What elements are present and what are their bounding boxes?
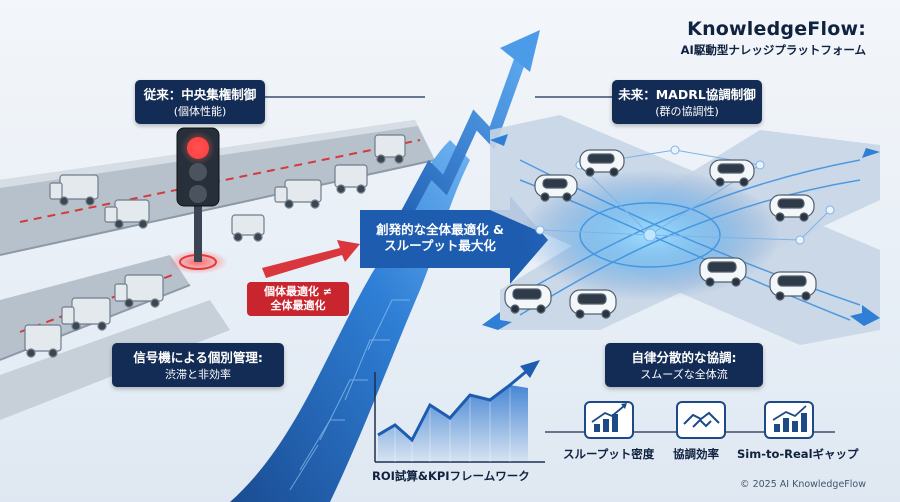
right-bottom-label: 自律分散的な協調: スムーズな全体流 (605, 343, 763, 387)
right-header-sub: (群の協調性) (655, 105, 719, 118)
car (709, 159, 755, 187)
kpi-icons (584, 401, 814, 439)
left-vehicles (24, 134, 406, 358)
left-bottom-sub: 渋滞と非効率 (165, 368, 231, 381)
truck (334, 164, 368, 194)
truck (114, 274, 164, 308)
truck (61, 297, 111, 331)
red-tag: 個体最適化 ≠ 全体最適化 (247, 282, 349, 316)
truck (49, 174, 99, 206)
truck (374, 134, 406, 164)
car (569, 289, 617, 319)
car (579, 149, 625, 177)
car (534, 174, 578, 202)
right-vehicles (504, 149, 817, 319)
brand-title: KnowledgeFlow: (687, 18, 866, 40)
right-bottom-sub: スムーズな全体流 (640, 368, 728, 381)
traffic-light-icon (168, 127, 228, 274)
car (699, 257, 747, 287)
kpi-label-coordination: 協調効率 (673, 447, 719, 461)
truck (24, 324, 62, 358)
right-header-title: 未来：MADRL協調制御 (618, 87, 756, 102)
roi-label: ROI試算&KPIフレームワーク (372, 469, 530, 483)
copyright: © 2025 AI KnowledgeFlow (740, 479, 866, 490)
brand-subtitle: AI駆動型ナレッジプラットフォーム (680, 43, 866, 57)
left-header-label: 従来：中央集権制御 (個体性能) (135, 80, 265, 124)
left-header-sub: (個体性能) (173, 105, 227, 118)
kpi-label-sim2real: Sim-to-Realギャップ (737, 447, 859, 461)
center-banner-arrow (360, 196, 548, 284)
bar-chart-trend-icon (772, 405, 807, 432)
truck (104, 199, 150, 229)
right-bottom-title: 自律分散的な協調: (631, 350, 737, 365)
handshake-icon (683, 411, 720, 428)
left-header-title: 従来：中央集権制御 (143, 87, 257, 102)
center-banner-line1: 創発的な全体最適化 & (376, 222, 504, 237)
red-tag-line1: 個体最適化 ≠ (263, 285, 333, 298)
right-header-label: 未来：MADRL協調制御 (群の協調性) (612, 80, 762, 124)
truck (231, 214, 265, 242)
kpi-label-throughput: スループット密度 (563, 447, 655, 461)
left-bottom-label: 信号機による個別管理: 渋滞と非効率 (112, 343, 284, 387)
roi-chart (374, 360, 545, 463)
bar-chart-up-icon (591, 403, 627, 432)
left-bottom-title: 信号機による個別管理: (133, 350, 263, 365)
car (769, 194, 815, 222)
center-banner-text: 創発的な全体最適化 & スループット最大化 (365, 222, 515, 254)
red-arrow (262, 240, 360, 278)
center-banner-line2: スループット最大化 (384, 238, 496, 253)
truck (274, 179, 322, 209)
brand-block: KnowledgeFlow: AI駆動型ナレッジプラットフォーム (681, 18, 866, 58)
car (769, 271, 817, 301)
red-tag-line2: 全体最適化 (270, 299, 326, 312)
car (504, 284, 552, 314)
